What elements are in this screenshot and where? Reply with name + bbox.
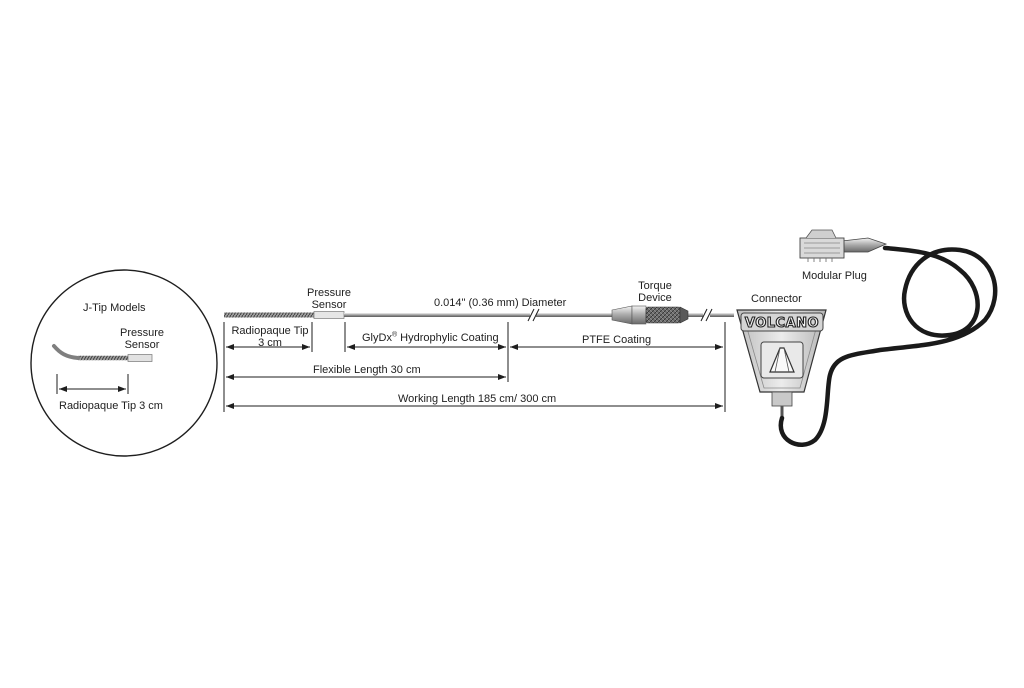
glydx-coating-label: GlyDx® Hydrophylic Coating [362, 331, 499, 344]
radiopaque-line1: Radiopaque Tip [231, 325, 309, 337]
torque-device-label: Torque Device [638, 280, 672, 304]
wire-break-2 [700, 308, 713, 322]
diameter-label: 0.014" (0.36 mm) Diameter [434, 297, 567, 309]
torque-device [611, 305, 689, 325]
radiopaque-tip-label: Radiopaque Tip 3 cm [231, 325, 308, 349]
glydx-registered-mark: ® [391, 331, 398, 339]
inset-title: J-Tip Models [83, 302, 146, 314]
glydx-prefix: GlyDx [362, 332, 392, 344]
inset-sensor-label-line1: Pressure [119, 327, 165, 339]
connector-cable [778, 245, 998, 447]
working-length-label: Working Length 185 cm/ 300 cm [398, 393, 557, 405]
pressure-sensor-line2: Sensor [311, 299, 347, 311]
flexible-length-label: Flexible Length 30 cm [313, 364, 421, 376]
modular-plug-label: Modular Plug [802, 270, 867, 282]
ptfe-section-b [688, 313, 703, 317]
inset-sensor-label-line2: Sensor [124, 339, 160, 351]
inset-sensor-label: Pressure Sensor [120, 327, 164, 351]
connector: VOLCANO [736, 309, 827, 418]
inset-circle [30, 269, 218, 457]
guidewire [224, 305, 734, 325]
dimension-lines [223, 322, 726, 412]
wire-break-1 [527, 308, 540, 322]
inset-tip-label: Radiopaque Tip 3 cm [59, 400, 163, 412]
pressure-sensor-housing [313, 311, 345, 319]
glydx-section [344, 313, 530, 317]
torque-line2: Device [638, 292, 672, 304]
j-tip-inset [30, 269, 218, 457]
torque-line1: Torque [638, 280, 672, 292]
inset-j-bend [52, 344, 80, 360]
connector-strain-relief [771, 391, 793, 407]
radiopaque-tip-coil [224, 312, 314, 318]
pressure-sensor-label: Pressure Sensor [307, 287, 351, 311]
inset-pressure-sensor [127, 354, 153, 362]
glydx-suffix: Hydrophylic Coating [397, 332, 499, 344]
radiopaque-line2: 3 cm [258, 337, 282, 349]
ptfe-section-c [710, 313, 734, 317]
connector-logo: VOLCANO [745, 316, 819, 331]
modular-plug [799, 229, 888, 262]
connector-label: Connector [751, 293, 802, 305]
pressure-sensor-line1: Pressure [306, 287, 352, 299]
ptfe-section-a [536, 313, 612, 317]
connector-logo-plate [740, 312, 824, 332]
ptfe-coating-label: PTFE Coating [582, 334, 652, 346]
